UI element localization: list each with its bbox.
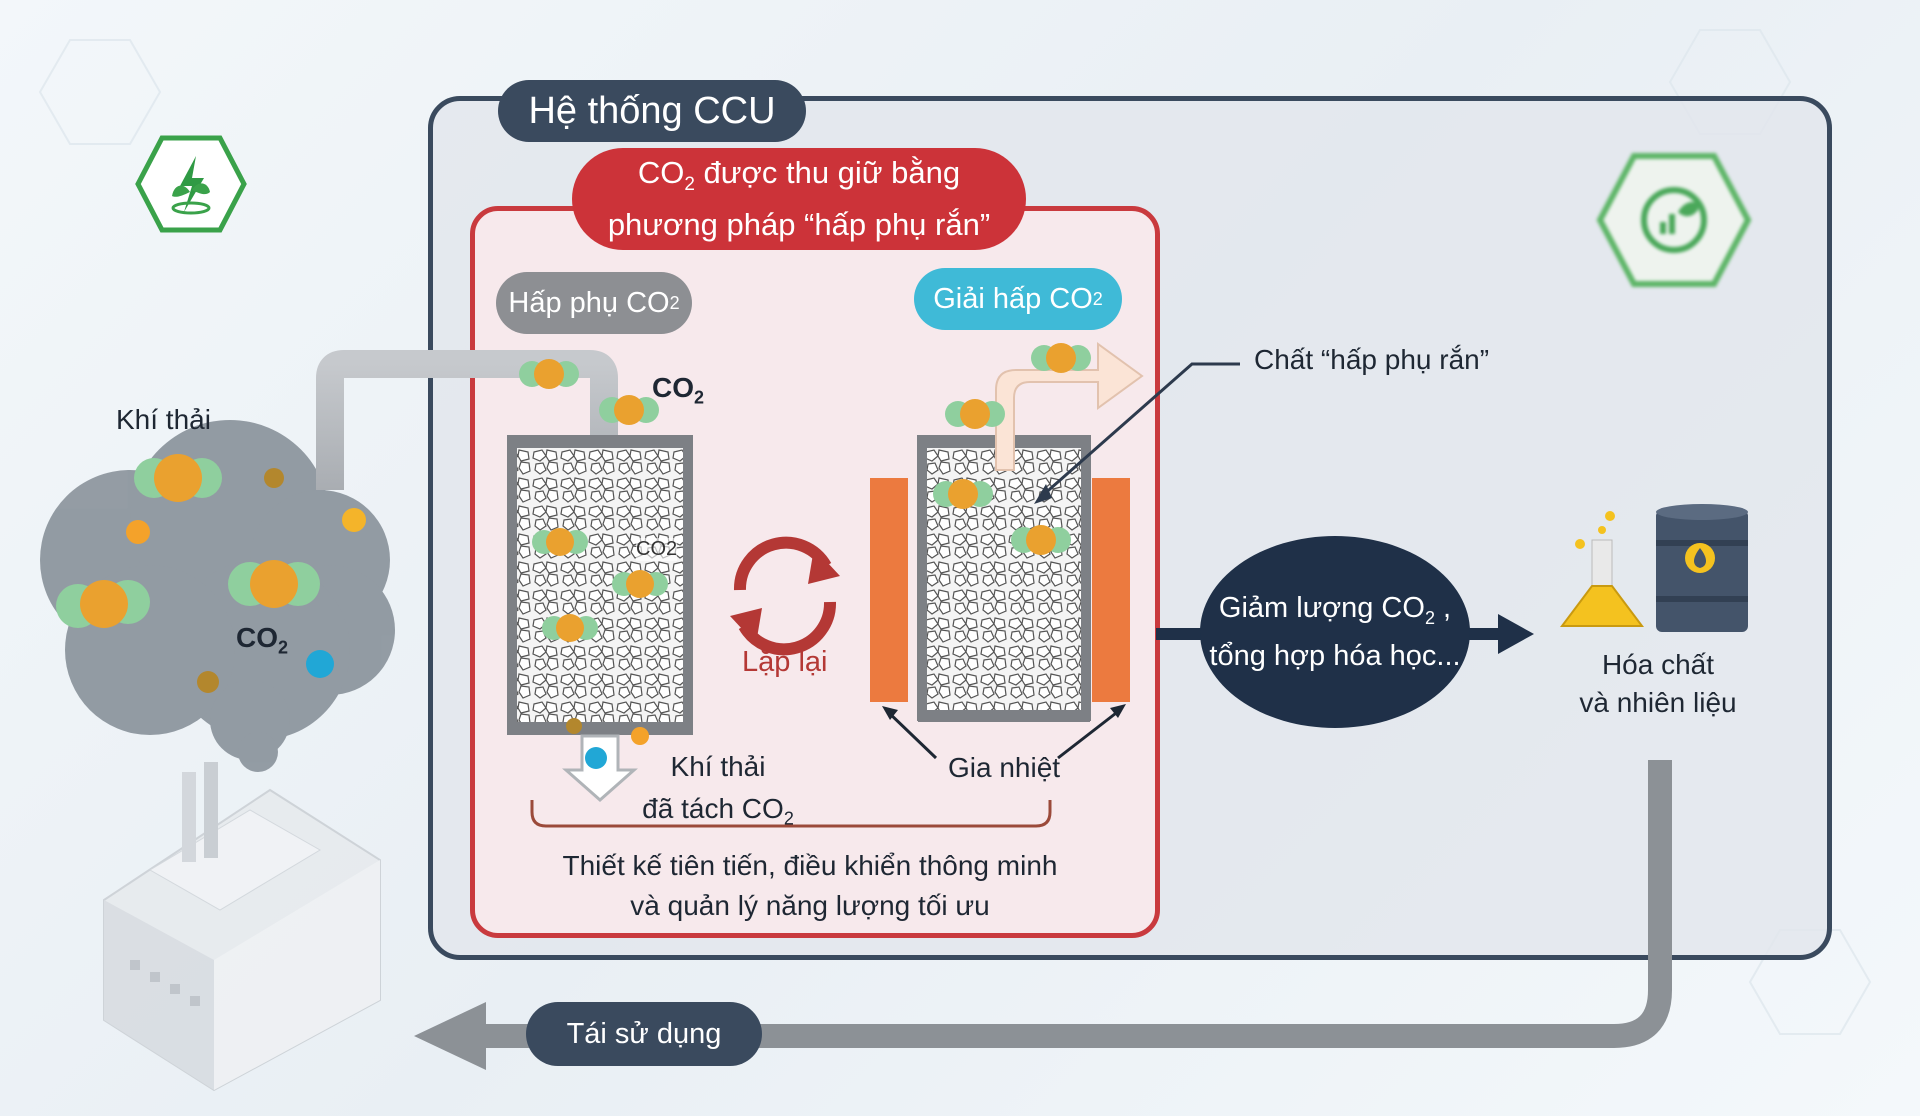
capture-method-title: CO2 được thu giữ bằng phương pháp “hấp p… <box>572 148 1026 250</box>
separated-gas-label: Khí thải đã tách CO2 <box>642 751 794 829</box>
products-label: Hóa chất và nhiên liệu <box>1579 649 1737 718</box>
reuse-label: Tái sử dụng <box>526 1002 762 1066</box>
factory-building <box>103 762 381 1092</box>
co2-molecule <box>532 528 588 556</box>
design-caption: Thiết kế tiên tiến, điều khiển thông min… <box>562 850 1058 921</box>
co2-molecule-group <box>56 343 1091 769</box>
fuel-barrel <box>1656 504 1748 632</box>
sorbent-label: Chất “hấp phụ rắn” <box>1254 344 1490 375</box>
particle <box>585 747 607 769</box>
co2-molecule <box>933 479 993 509</box>
co2-label-pipe: CO2 <box>652 372 705 408</box>
particle <box>631 727 649 745</box>
exhaust-label: Khí thải <box>116 404 211 435</box>
co2-molecule <box>228 560 320 608</box>
chemical-flask <box>1560 511 1644 627</box>
ccu-system-title: Hệ thống CCU <box>498 80 806 142</box>
particle <box>197 671 219 693</box>
co2-reduction-step: Giảm lượng CO2 , tổng hợp hóa học... <box>1200 536 1470 728</box>
particle <box>566 718 582 734</box>
co2-molecule <box>134 454 222 502</box>
co2-molecule <box>519 359 579 389</box>
co2-molecule <box>542 614 598 642</box>
particle <box>342 508 366 532</box>
energy-leaf-icon <box>135 135 247 233</box>
co2-molecule <box>1011 525 1071 555</box>
co2-molecule <box>599 395 659 425</box>
particle <box>264 468 284 488</box>
repeat-label: Lặp lại <box>742 646 828 678</box>
co2-molecule <box>56 580 150 628</box>
growth-leaf-icon <box>1596 153 1752 287</box>
co2-molecule <box>612 570 668 598</box>
heating-label: Gia nhiệt <box>948 752 1061 783</box>
particle <box>306 650 334 678</box>
co2-molecule <box>945 399 1005 429</box>
co2-molecule <box>1031 343 1091 373</box>
co2-label-column: CO2 <box>636 538 678 561</box>
particle <box>126 520 150 544</box>
co2-label-cloud: CO2 <box>236 622 289 658</box>
